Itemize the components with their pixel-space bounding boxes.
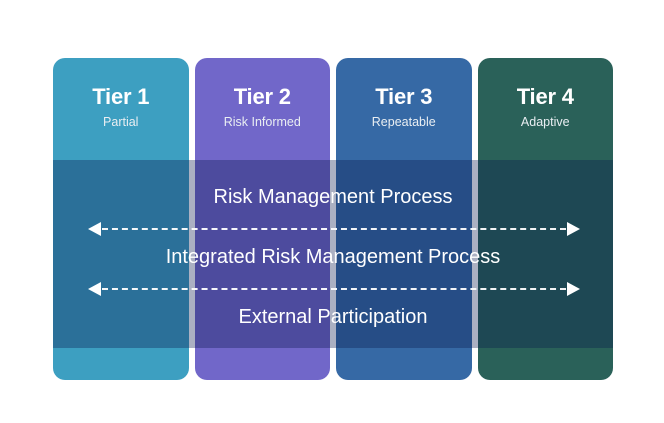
band-label-integrated-risk-management-process: Integrated Risk Management Process xyxy=(165,246,501,268)
arrow-dashed-line xyxy=(102,228,566,230)
arrow-head-right-icon xyxy=(567,222,580,236)
tier-card-1[interactable]: Tier 1 Partial xyxy=(53,58,189,380)
tier-card-1-heading: Tier 1 Partial xyxy=(53,84,189,131)
tier-card-4[interactable]: Tier 4 Adaptive xyxy=(477,58,614,380)
tier-card-3-title: Tier 3 xyxy=(375,84,433,109)
tier-card-1-subtitle: Partial xyxy=(103,115,139,129)
tier-card-2[interactable]: Tier 2 Risk Informed xyxy=(194,58,331,380)
tier-card-2-title: Tier 2 xyxy=(233,84,291,109)
band-label-external-participation: External Participation xyxy=(238,306,428,328)
arrow-head-left-icon xyxy=(88,282,101,296)
tier-card-3-subtitle: Repeatable xyxy=(371,115,436,129)
tier-card-4-heading: Tier 4 Adaptive xyxy=(478,84,614,131)
tier-card-3-heading: Tier 3 Repeatable xyxy=(336,84,472,131)
risk-management-process-arrow xyxy=(88,222,580,236)
arrow-head-left-icon xyxy=(88,222,101,236)
attribute-band-content: Risk Management Process Integrated Risk … xyxy=(53,160,613,348)
tier-card-4-subtitle: Adaptive xyxy=(520,115,570,129)
tier-card-2-subtitle: Risk Informed xyxy=(223,115,301,129)
arrow-head-right-icon xyxy=(567,282,580,296)
arrow-dashed-line xyxy=(102,288,566,290)
tier-card-4-title: Tier 4 xyxy=(516,84,574,109)
tier-card-1-title: Tier 1 xyxy=(92,84,150,109)
band-label-risk-management-process: Risk Management Process xyxy=(213,186,453,208)
tier-card-2-heading: Tier 2 Risk Informed xyxy=(195,84,331,131)
tier-card-row: Tier 1 Partial Tier 2 Risk Informed Tier… xyxy=(53,58,613,380)
integrated-risk-management-process-arrow xyxy=(88,282,580,296)
tier-card-3[interactable]: Tier 3 Repeatable xyxy=(336,58,472,380)
